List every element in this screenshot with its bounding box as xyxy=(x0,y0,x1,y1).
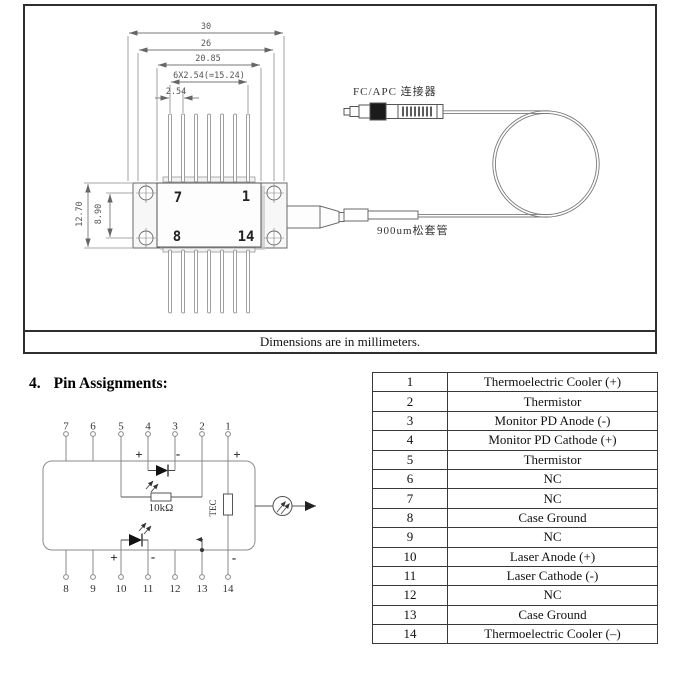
pin-function-cell: NC xyxy=(447,488,658,509)
thermistor-value-label: 10kΩ xyxy=(149,502,174,514)
fc-apc-connector-icon xyxy=(343,102,444,121)
pd-minus-sign: - xyxy=(176,446,180,461)
pin-number-cell: 11 xyxy=(372,565,448,587)
pin-function-cell: Case Ground xyxy=(447,604,658,626)
package-pin-8: 8 xyxy=(173,229,181,245)
dim-body-height: 12.70 xyxy=(75,201,85,227)
section-title: Pin Assignments: xyxy=(53,375,168,392)
dim-overall-width: 30 xyxy=(201,22,211,32)
sch-pin-5: 5 xyxy=(118,421,124,433)
butterfly-package-drawing xyxy=(84,30,600,314)
pin-number-cell: 4 xyxy=(372,430,448,451)
sch-pin-10: 10 xyxy=(116,583,128,595)
ld-minus-sign: - xyxy=(151,549,155,564)
dim-flange-width: 26 xyxy=(201,39,211,49)
tec-minus-sign: - xyxy=(232,550,236,565)
pin-number-cell: 12 xyxy=(372,585,448,606)
tec-resistor-icon xyxy=(223,493,233,516)
pin-number-cell: 1 xyxy=(372,371,448,393)
package-top-pins xyxy=(168,113,251,183)
pin-number-cell: 5 xyxy=(372,449,448,470)
pin-number-cell: 10 xyxy=(372,546,448,567)
pin-number-cell: 3 xyxy=(372,410,448,432)
pin-function-cell: Monitor PD Anode (-) xyxy=(447,410,658,432)
package-pin-14: 14 xyxy=(238,229,255,245)
tec-label: TEC xyxy=(208,500,218,517)
pin-function-cell: Monitor PD Cathode (+) xyxy=(447,430,658,451)
sch-pin-13: 13 xyxy=(197,583,209,595)
pin-function-cell: NC xyxy=(447,527,658,548)
pin-function-cell: Laser Anode (+) xyxy=(447,546,658,567)
sch-pin-11: 11 xyxy=(143,583,154,595)
pin-function-cell: Case Ground xyxy=(447,507,658,529)
pin-number-cell: 7 xyxy=(372,488,448,509)
sch-pin-7: 7 xyxy=(63,421,69,433)
dim-pin-pitch: 2.54 xyxy=(166,87,186,97)
dim-body-width: 20.85 xyxy=(195,54,221,64)
pin-schematic xyxy=(42,431,316,580)
package-pin-7: 7 xyxy=(174,190,182,206)
pin-function-cell: Thermoelectric Cooler (–) xyxy=(447,624,658,645)
dim-hole-spacing: 8.90 xyxy=(94,204,104,224)
monitor-pd-icon xyxy=(145,464,175,493)
loose-tube xyxy=(343,208,419,222)
package-bottom-pins xyxy=(168,249,251,314)
laser-diode-icon xyxy=(121,522,152,547)
loose-tube-label: 900um松套管 xyxy=(377,225,449,237)
drawing-frame: Dimensions are in millimeters. xyxy=(23,4,657,354)
sch-pin-8: 8 xyxy=(63,583,69,595)
pin-number-cell: 14 xyxy=(372,624,448,645)
fiber-loop xyxy=(418,110,600,218)
pin-number-cell: 9 xyxy=(372,527,448,548)
sch-pin-1: 1 xyxy=(225,421,231,433)
sch-pin-6: 6 xyxy=(90,421,96,433)
sch-pin-2: 2 xyxy=(199,421,205,433)
dimensions-caption: Dimensions are in millimeters. xyxy=(25,330,655,352)
pd-plus-sign: + xyxy=(135,447,142,462)
thermistor-resistor-icon xyxy=(121,492,202,502)
pin-function-cell: NC xyxy=(447,585,658,606)
fc-apc-connector-label: FC/APC 连接器 xyxy=(353,86,437,98)
section-number: 4. xyxy=(29,375,41,392)
pin-number-cell: 2 xyxy=(372,391,448,412)
pin-function-cell: Thermistor xyxy=(447,449,658,470)
tec-plus-sign: + xyxy=(233,447,240,462)
sch-pin-3: 3 xyxy=(172,421,178,433)
ld-plus-sign: + xyxy=(110,550,117,565)
sch-pin-14: 14 xyxy=(223,583,235,595)
section-heading: 4. Pin Assignments: xyxy=(29,375,168,393)
fiber-snout xyxy=(286,205,345,229)
pin-function-cell: Thermistor xyxy=(447,391,658,412)
pin-number-cell: 6 xyxy=(372,468,448,490)
case-ground-hook-icon xyxy=(196,536,205,553)
sch-pin-4: 4 xyxy=(145,421,151,433)
pin-function-cell: NC xyxy=(447,468,658,490)
sch-pin-9: 9 xyxy=(90,583,96,595)
package-pin-1: 1 xyxy=(242,189,250,205)
pin-number-cell: 8 xyxy=(372,507,448,529)
sch-pin-12: 12 xyxy=(170,583,181,595)
pin-number-cell: 13 xyxy=(372,604,448,626)
pin-function-cell: Laser Cathode (-) xyxy=(447,565,658,587)
dim-pin-span: 6X2.54(=15.24) xyxy=(173,71,245,81)
optical-output-icon xyxy=(255,496,316,516)
pin-function-cell: Thermoelectric Cooler (+) xyxy=(447,371,658,393)
